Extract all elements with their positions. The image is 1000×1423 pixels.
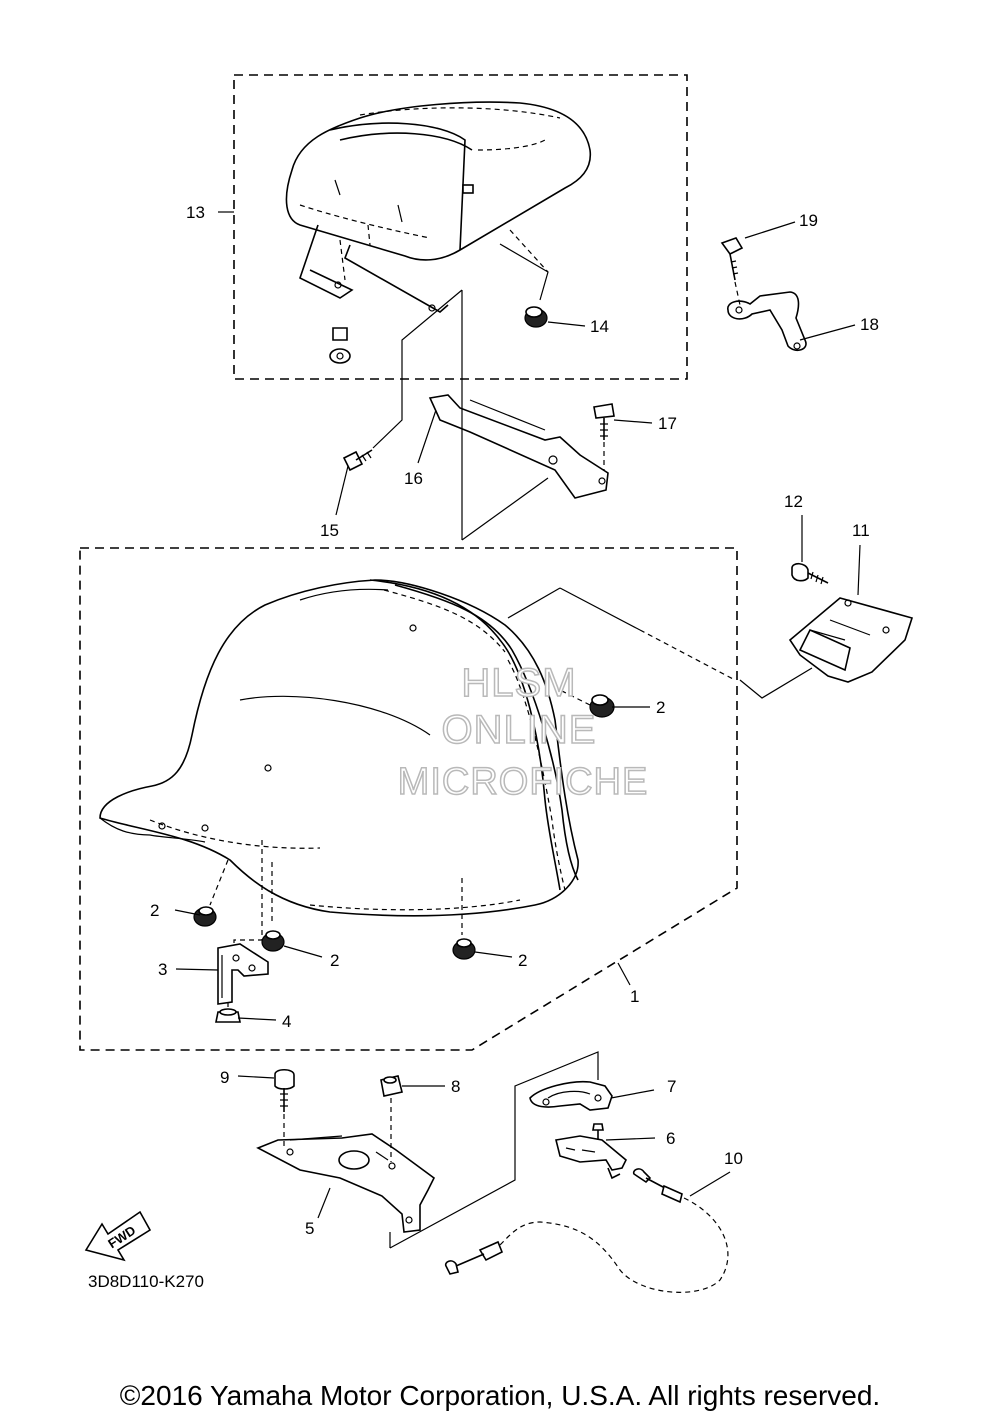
callout-2-left: 2 xyxy=(150,901,159,920)
assembly-line-c xyxy=(461,477,549,541)
cover-11-leader-top2 xyxy=(559,587,641,631)
bolt-17 xyxy=(593,403,615,470)
bolt-9 xyxy=(274,1068,295,1148)
cover-11 xyxy=(788,597,914,683)
damper-14 xyxy=(524,306,548,328)
cover-11-leader-right xyxy=(639,629,736,681)
callout-10: 10 xyxy=(724,1149,743,1168)
callout-14: 14 xyxy=(590,317,609,336)
main-seat-leader-5 xyxy=(559,689,591,706)
callout-labels: 13 14 19 18 17 16 15 12 11 2 2 2 2 3 1 4… xyxy=(150,203,879,1238)
callout-15: 15 xyxy=(320,521,339,540)
bracket-16 xyxy=(428,394,609,499)
rear-seat-nut xyxy=(329,327,351,364)
cover-11-leader-top xyxy=(507,587,561,619)
lock-hook-6 xyxy=(555,1123,627,1180)
callout-8: 8 xyxy=(451,1077,460,1096)
damper-2-mid xyxy=(261,930,285,952)
nut-4 xyxy=(215,1008,241,1023)
watermark-line1: HLSM xyxy=(461,661,576,705)
callout-5: 5 xyxy=(305,1219,314,1238)
rear-seat[interactable] xyxy=(285,101,592,261)
main-seat[interactable] xyxy=(99,579,579,917)
assembly-line-d xyxy=(499,243,549,301)
callout-1: 1 xyxy=(630,987,639,1006)
lower-leader-1 xyxy=(289,1135,343,1141)
callout-19: 19 xyxy=(799,211,818,230)
lower-leader-2 xyxy=(389,1051,599,1249)
watermark-line2: ONLINE xyxy=(442,708,597,752)
callout-4: 4 xyxy=(282,1012,291,1031)
nut-8 xyxy=(380,1075,403,1162)
latch-bracket-7 xyxy=(529,1080,613,1111)
callout-18: 18 xyxy=(860,315,879,334)
callout-leaders xyxy=(174,211,861,1219)
screw-12 xyxy=(791,562,829,585)
callout-13: 13 xyxy=(186,203,205,222)
assembly-line-b xyxy=(372,289,463,449)
rear-seat-bracket xyxy=(299,224,549,313)
callout-11: 11 xyxy=(852,521,870,540)
callout-2-center: 2 xyxy=(518,951,527,970)
seat-lock-cable-10 xyxy=(444,1168,729,1293)
callout-16: 16 xyxy=(404,469,423,488)
callout-7: 7 xyxy=(667,1077,676,1096)
main-seat-leader-2 xyxy=(233,840,263,968)
grab-bracket-18 xyxy=(727,291,807,352)
copyright-notice: ©2016 Yamaha Motor Corporation, U.S.A. A… xyxy=(120,1380,880,1411)
callout-2-mid: 2 xyxy=(330,951,339,970)
main-seat-leader-1 xyxy=(209,859,229,906)
bracket-3 xyxy=(217,943,269,1005)
damper-2-left xyxy=(193,906,217,927)
callout-12: 12 xyxy=(784,492,803,511)
callout-9: 9 xyxy=(220,1068,229,1087)
watermark: HLSM ONLINE MICROFICHE xyxy=(397,660,649,804)
bolt-19 xyxy=(720,237,744,306)
rear-seat-group-box xyxy=(233,74,688,380)
callout-6: 6 xyxy=(666,1129,675,1148)
damper-2-center xyxy=(452,938,476,960)
cover-11-leader-bottom xyxy=(739,667,813,699)
diagram-code: 3D8D110-K270 xyxy=(88,1272,204,1291)
callout-2-right: 2 xyxy=(656,698,665,717)
main-seat-group-box xyxy=(79,547,738,1051)
watermark-line3: MICROFICHE xyxy=(398,761,649,803)
callout-17: 17 xyxy=(658,414,677,433)
fwd-arrow-icon: FWD xyxy=(84,1210,152,1262)
callout-3: 3 xyxy=(158,960,167,979)
plate-5 xyxy=(256,1133,436,1233)
